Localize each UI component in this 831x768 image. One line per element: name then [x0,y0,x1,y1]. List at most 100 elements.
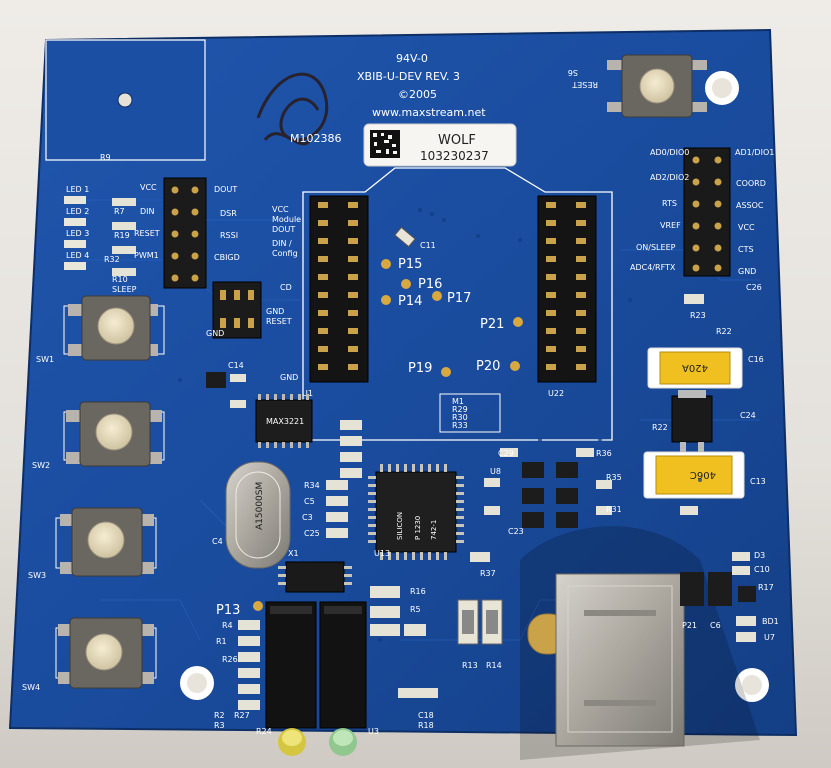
ref-r27: R3 [214,721,225,730]
ref-r22: R22 [716,327,732,336]
ref-u21: U3 [368,727,379,736]
ref-r33: R30 [452,413,468,422]
ref-c25: C3 [302,513,313,522]
module-socket-left[interactable] [309,195,369,383]
tp-p17: P17 [447,291,471,306]
copyright-text: ©2005 [398,88,437,101]
ref-c16: C16 [748,355,764,364]
ref-r2: R26 [222,655,238,664]
rhdr-vref: VREF [660,221,681,230]
sticker-name: WOLF [438,133,476,148]
hdr-cbigd: CBIGD [214,253,240,262]
ic-max3221: MAX3221 [255,394,313,448]
marker-scribble [256,72,329,146]
left-resistor-column [238,620,260,710]
jumper-block[interactable] [212,281,262,339]
module-label: Module [272,215,301,224]
ref-r19: R19 [114,231,130,240]
ref-r26: R1 [216,637,227,646]
resistor-r23 [684,294,704,304]
regulator-u1 [671,390,713,452]
mounting-holes [117,71,769,702]
tp-p16: P16 [418,277,442,292]
tp-p13: P13 [216,603,240,618]
ref-bd1: P21 [682,621,697,630]
rhdr-adc4: ADC4/RFTX [630,263,676,272]
label-sw1: SW1 [36,355,54,364]
ref-u8-small: R14 [486,661,502,670]
module-config: Config [272,249,298,258]
module-socket-right[interactable] [537,195,597,383]
ref-u1: R22 [652,423,668,432]
ref-r29: M1 [452,397,464,406]
ref-c4: C25 [304,529,320,538]
left-pin-header[interactable] [163,177,207,289]
crystal-x1: A15000SM [225,461,291,569]
switch-sw4[interactable] [55,617,157,689]
transistor-left [206,372,226,388]
ref-r18: C10 [754,565,770,574]
ref-d3: R17 [758,583,774,592]
module-dout: DOUT [272,225,295,234]
hdr-pwm1: PWM1 [134,251,159,260]
hdr-sleep: SLEEP [112,285,137,294]
ref-r37: R36 [596,449,612,458]
ref-c3: C5 [304,497,315,506]
ref-c10: BD1 [762,617,779,626]
right-pin-header[interactable] [683,147,731,277]
ref-gnd-2: GND [206,329,224,338]
switch-sw3[interactable] [55,507,157,577]
rating-text: 94V-0 [396,52,428,65]
led-housing-u3 [265,601,317,756]
tp-p19: P19 [408,361,432,376]
small-parts-u9-u8 [457,599,503,645]
module-din: DIN / [272,239,292,248]
ref-gnd-1: GND [266,307,284,316]
ref-c14: C14 [228,361,244,370]
led-column: LED 1 LED 2 LED 3 LED 4 [64,185,89,270]
hdr-dout: DOUT [214,185,237,194]
ref-r16: R37 [480,569,496,578]
tantalum-cap-c16: 420A [647,347,743,389]
ref-r14: R18 [418,721,434,730]
ref-reset-2: RESET [266,317,292,326]
ref-r36: C29 [498,449,514,458]
switch-sw2[interactable] [63,401,165,467]
ref-r7: R7 [114,207,125,216]
ref-c11: C11 [420,241,436,250]
ref-r4: R5 [410,605,421,614]
ref-r9: R9 [100,153,111,162]
small-transistors [522,462,578,528]
ref-c23: U8 [490,467,501,476]
ref-r24: R27 [234,711,250,720]
rhdr-ad1: AD1/DIO1 [735,148,774,157]
svg-text:MAX3221: MAX3221 [266,417,304,426]
rhdr-ad2: AD2/DIO2 [650,173,689,182]
svg-text:420A: 420A [682,362,708,373]
svg-text:A15000SM: A15000SM [255,482,265,530]
rhdr-ad0: AD0/DIO0 [650,148,689,157]
label-sw4: SW4 [22,683,40,692]
ref-u9: R13 [462,661,478,670]
led-1-label: LED 1 [66,185,89,194]
reset-button[interactable] [607,54,707,118]
svg-text:SILICON: SILICON [396,512,404,540]
ref-r32: R32 [104,255,120,264]
usb-b-connector[interactable] [527,573,685,747]
ref-u13: X1 [288,549,299,558]
svg-text:406C: 406C [690,469,716,480]
ref-r13: C18 [418,711,434,720]
rhdr-coord: COORD [736,179,766,188]
test-point-pads [253,259,523,611]
ref-c18: D3 [754,551,765,560]
switch-sw1[interactable] [63,295,165,361]
hdr-rssi: RSSI [220,231,238,240]
ref-r35: R31 [606,505,622,514]
hdr-dsr: DSR [220,209,237,218]
hdr-din: DIN [140,207,155,216]
module-vcc: VCC [272,205,289,214]
reset-ref: S6 [568,68,578,77]
ref-c24: C24 [740,411,756,420]
led-4-label: LED 4 [66,251,89,260]
